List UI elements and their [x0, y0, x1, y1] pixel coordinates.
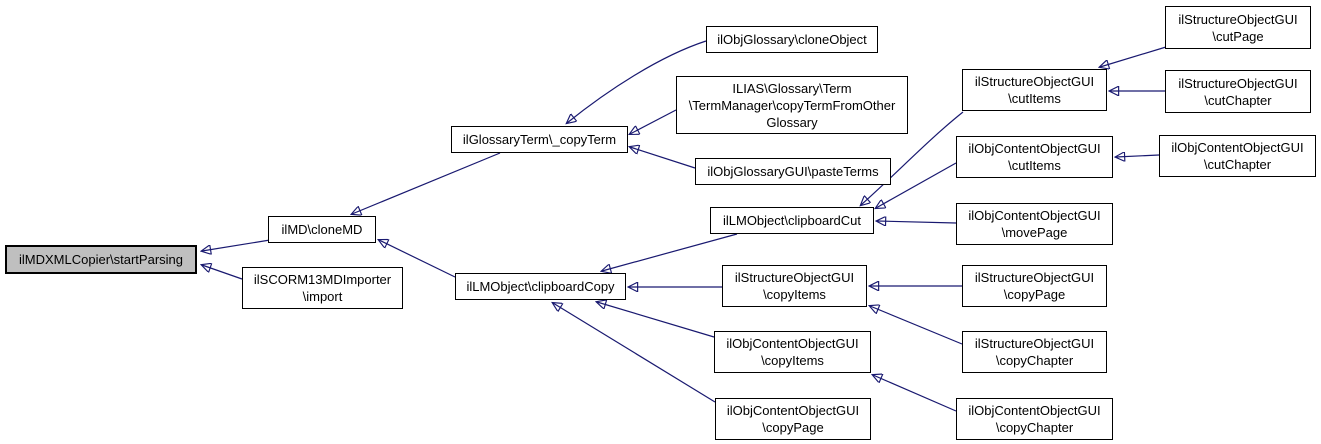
node-ilobjcontentobjectgui-copyitems[interactable]: ilObjContentObjectGUI \copyItems — [714, 331, 871, 373]
edge-clipboardcut-to-clipboardcopy — [602, 233, 738, 271]
edge-import-to-startparsing — [202, 265, 243, 280]
node-ilmdxmlcopier-startparsing: ilMDXMLCopier\startParsing — [5, 245, 197, 274]
node-ilobjcontentobjectgui-movepage[interactable]: ilObjContentObjectGUI \movePage — [956, 203, 1113, 245]
node-ilobjcontentobjectgui-cutitems[interactable]: ilObjContentObjectGUI \cutItems — [956, 136, 1113, 178]
edge-pasteterms-to-copyterm — [630, 147, 696, 169]
node-ilstructureobjectgui-copypage[interactable]: ilStructureObjectGUI \copyPage — [962, 265, 1107, 307]
edge-copyterm-to-clonemd — [352, 152, 501, 214]
node-ilscorm13mdimporter-import[interactable]: ilSCORM13MDImporter \import — [242, 267, 403, 309]
node-ilobjcontentobjectgui-copychapter[interactable]: ilObjContentObjectGUI \copyChapter — [956, 398, 1113, 440]
edge-copychapter-s-to-copyitems-s — [870, 306, 963, 345]
edge-clipboardcopy-to-clonemd — [379, 240, 456, 278]
edge-movepage-to-clipboardcut — [877, 221, 957, 223]
node-ilobjglossary-cloneobject[interactable]: ilObjGlossary\cloneObject — [706, 26, 878, 53]
edge-cutitems-s-to-clipboardcut — [861, 111, 964, 205]
node-ilias-glossary-termmanager-copytermfromotherglossary[interactable]: ILIAS\Glossary\Term \TermManager\copyTer… — [676, 76, 908, 134]
node-ilstructureobjectgui-copyitems[interactable]: ilStructureObjectGUI \copyItems — [722, 265, 867, 307]
node-ilobjglossarygui-pasteterms[interactable]: ilObjGlossaryGUI\pasteTerms — [695, 158, 891, 185]
node-ilstructureobjectgui-copychapter[interactable]: ilStructureObjectGUI \copyChapter — [962, 331, 1107, 373]
node-illmobject-clipboardcopy[interactable]: ilLMObject\clipboardCopy — [455, 273, 626, 300]
edge-clonemd-to-startparsing — [202, 239, 271, 251]
edge-copypage-c-to-clipboardcopy — [553, 303, 716, 403]
node-ilstructureobjectgui-cutchapter[interactable]: ilStructureObjectGUI \cutChapter — [1165, 70, 1311, 113]
node-ilstructureobjectgui-cutitems[interactable]: ilStructureObjectGUI \cutItems — [962, 69, 1107, 111]
edge-termmanager-to-copyterm — [630, 109, 677, 134]
edge-cutchapter-c-to-cutitems-c — [1116, 155, 1160, 157]
edge-cutitems-c-to-clipboardcut — [876, 162, 957, 208]
node-ilstructureobjectgui-cutpage[interactable]: ilStructureObjectGUI \cutPage — [1165, 6, 1311, 49]
node-ilglossaryterm-copyterm[interactable]: ilGlossaryTerm\_copyTerm — [451, 126, 628, 153]
edge-cutpage-to-cutitems-s — [1100, 46, 1167, 67]
node-illmobject-clipboardcut[interactable]: ilLMObject\clipboardCut — [710, 207, 874, 234]
node-ilobjcontentobjectgui-copypage[interactable]: ilObjContentObjectGUI \copyPage — [715, 398, 871, 440]
edge-cloneobject-to-copyterm — [567, 40, 707, 123]
edge-copyitems-c-to-clipboardcopy — [597, 302, 715, 338]
node-ilobjcontentobjectgui-cutchapter[interactable]: ilObjContentObjectGUI \cutChapter — [1159, 135, 1316, 177]
node-ilmd-clonemd[interactable]: ilMD\cloneMD — [268, 216, 376, 243]
edge-copychapter-c-to-copyitems-c — [873, 375, 957, 412]
